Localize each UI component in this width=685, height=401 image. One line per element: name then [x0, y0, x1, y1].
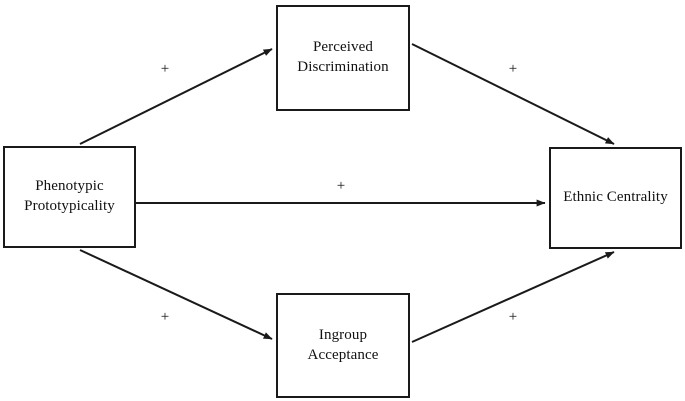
node-ethnic-centrality: Ethnic Centrality [549, 147, 682, 249]
arrow-phenotypic-to-perceived [79, 48, 273, 145]
node-label: Perceived Discrimination [297, 39, 389, 75]
arrow-perceived-to-ethnic [411, 43, 615, 145]
node-ingroup-acceptance: Ingroup Acceptance [276, 293, 410, 398]
edge-sign-phenotypic-to-ethnic: + [336, 178, 346, 194]
node-label: Ingroup Acceptance [307, 326, 379, 363]
node-phenotypic-prototypicality: Phenotypic Prototypicality [3, 146, 136, 248]
node-label: Ethnic Centrality [563, 189, 668, 206]
node-perceived-discrimination: Perceived Discrimination [276, 5, 410, 111]
arrow-phenotypic-to-ingroup [79, 249, 273, 340]
edge-sign-ingroup-to-ethnic: + [508, 309, 518, 325]
edge-sign-phenotypic-to-ingroup: + [160, 309, 170, 325]
arrow-ingroup-to-ethnic [411, 251, 615, 343]
edge-sign-phenotypic-to-perceived: + [160, 61, 170, 77]
edge-sign-perceived-to-ethnic: + [508, 61, 518, 77]
node-label: Phenotypic Prototypicality [24, 178, 115, 214]
